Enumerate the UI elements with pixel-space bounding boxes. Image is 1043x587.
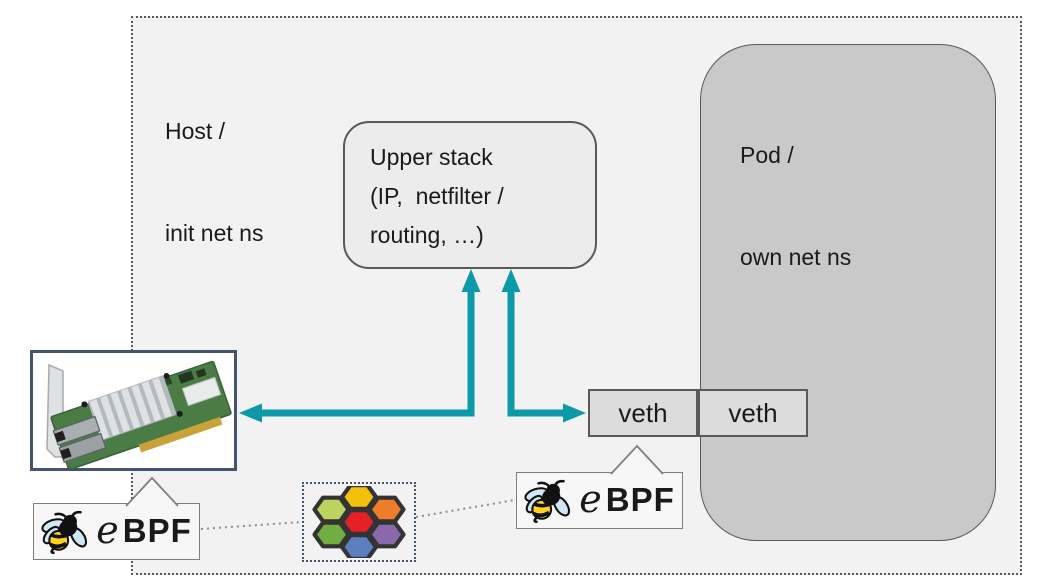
host-label-line2: init net ns bbox=[165, 220, 264, 246]
upper-stack-line1: Upper stack bbox=[370, 144, 493, 170]
veth-host-box: veth bbox=[588, 389, 698, 437]
ebpf-left-bpf-text: BPF bbox=[122, 512, 192, 549]
upper-stack-box: Upper stack (IP, netfilter / routing, …) bbox=[343, 121, 597, 269]
ebpf-callout-nic: e BPF bbox=[33, 476, 200, 561]
pod-label-line1: Pod / bbox=[740, 142, 794, 168]
ebpf-callout-veth-bubble: e BPF bbox=[516, 472, 683, 529]
veth-host-label: veth bbox=[618, 397, 668, 428]
honeycomb-box bbox=[302, 482, 416, 562]
veth-pod-box: veth bbox=[698, 389, 808, 437]
host-label-line1: Host / bbox=[165, 118, 226, 144]
ebpf-callout-nic-bubble: e BPF bbox=[33, 503, 200, 560]
hex-cell-bottom bbox=[339, 533, 379, 558]
upper-stack-line3: routing, …) bbox=[370, 222, 484, 248]
ebpf-bee-icon bbox=[41, 510, 88, 554]
pod-label-line2: own net ns bbox=[740, 244, 852, 270]
ebpf-bee-icon bbox=[524, 479, 571, 523]
ebpf-callout-veth: e BPF bbox=[516, 444, 683, 530]
ebpf-left-e-glyph: e bbox=[96, 507, 119, 552]
honeycomb-icon bbox=[312, 486, 406, 558]
host-netns-label: Host / init net ns bbox=[165, 46, 263, 318]
hex-cell-bottom-left bbox=[312, 520, 351, 549]
hex-cell-center bbox=[339, 508, 379, 536]
nic-pcb-group bbox=[50, 360, 232, 471]
pod-netns-box bbox=[700, 44, 996, 541]
ebpf-right-bpf-text: BPF bbox=[605, 481, 675, 518]
ebpf-callout-nic-tail bbox=[125, 476, 179, 507]
nic-photo-frame bbox=[30, 350, 237, 471]
pod-netns-label: Pod / own net ns bbox=[740, 70, 851, 342]
ebpf-right-e-glyph: e bbox=[579, 476, 602, 521]
ebpf-callout-veth-tail bbox=[610, 444, 664, 475]
upper-stack-line2: (IP, netfilter / bbox=[370, 183, 504, 209]
nic-icon bbox=[46, 360, 232, 471]
veth-pod-label: veth bbox=[728, 397, 778, 428]
